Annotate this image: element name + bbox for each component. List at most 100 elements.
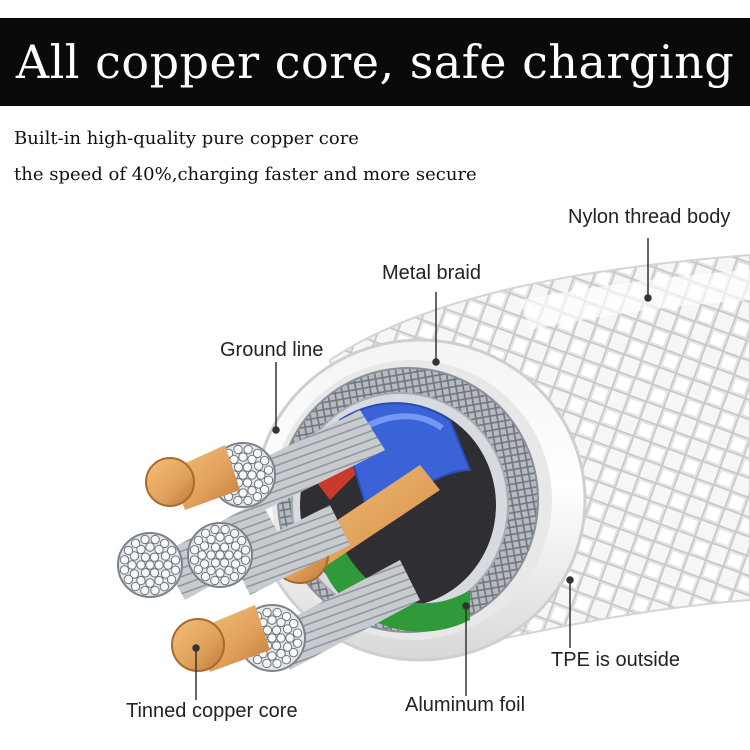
- strand: [200, 528, 211, 539]
- strand: [243, 495, 253, 506]
- strand: [199, 559, 210, 569]
- strand: [127, 560, 137, 570]
- strand: [130, 581, 141, 592]
- strand: [276, 617, 286, 628]
- strand: [288, 647, 299, 658]
- strand: [130, 538, 141, 549]
- subtitle-line-2: the speed of 40%,charging faster and mor…: [14, 164, 477, 185]
- strand: [166, 574, 177, 585]
- strand: [145, 560, 155, 570]
- strand: [193, 564, 204, 575]
- strand: [252, 448, 263, 459]
- strand: [233, 495, 243, 506]
- strand: [119, 555, 130, 565]
- strand: [288, 618, 299, 629]
- strand: [210, 575, 220, 586]
- strand: [206, 565, 216, 576]
- strand: [210, 524, 220, 535]
- strand: [145, 542, 155, 552]
- label-ground-line: Ground line: [220, 339, 324, 361]
- strand: [243, 444, 253, 455]
- strand: [253, 479, 264, 489]
- strand: [282, 624, 293, 634]
- strand: [119, 565, 130, 575]
- strand: [247, 485, 257, 496]
- strand: [140, 585, 150, 596]
- strand: [247, 454, 257, 465]
- strand: [210, 558, 221, 568]
- strand: [129, 569, 140, 579]
- strand: [150, 534, 160, 545]
- strand: [136, 575, 146, 586]
- strand: [267, 633, 277, 643]
- strand: [263, 475, 274, 485]
- strand: [206, 534, 216, 545]
- strand: [259, 484, 270, 495]
- strand: [224, 534, 234, 545]
- strand: [150, 585, 160, 596]
- strand: [267, 651, 277, 661]
- strand: [238, 470, 248, 480]
- strand: [238, 452, 248, 462]
- strand: [292, 628, 303, 638]
- strand: [281, 654, 292, 665]
- strand: [253, 461, 264, 471]
- strand: [262, 658, 272, 669]
- strand: [220, 575, 230, 586]
- strand: [136, 560, 146, 570]
- strand: [252, 491, 263, 502]
- strand: [276, 633, 286, 643]
- strand: [271, 641, 282, 651]
- strand: [140, 568, 151, 578]
- strand: [149, 552, 160, 562]
- strand: [189, 555, 200, 565]
- label-aluminum-foil: Aluminum foil: [405, 694, 526, 716]
- strand: [210, 542, 221, 552]
- strand: [193, 535, 204, 546]
- strand: [200, 571, 211, 582]
- label-tpe-outside: TPE is outside: [551, 649, 680, 671]
- strand: [229, 571, 240, 582]
- strand: [259, 455, 270, 466]
- strand: [136, 544, 146, 555]
- strand: [292, 638, 303, 648]
- strand: [281, 611, 292, 622]
- strand: [154, 560, 164, 570]
- strand: [229, 528, 240, 539]
- strand: [154, 575, 164, 586]
- strand: [215, 568, 225, 578]
- strand: [282, 642, 293, 652]
- label-tinned-copper-core: Tinned copper core: [126, 700, 298, 722]
- strand: [236, 564, 247, 575]
- strand: [247, 470, 257, 480]
- strand: [219, 558, 230, 568]
- strand: [159, 581, 170, 592]
- strand: [271, 625, 282, 635]
- strand: [215, 550, 225, 560]
- strand: [123, 574, 134, 585]
- strand: [140, 534, 150, 545]
- strand: [240, 555, 251, 565]
- strand: [159, 538, 170, 549]
- strand: [154, 544, 164, 555]
- strand: [189, 545, 200, 555]
- strand: [149, 568, 160, 578]
- strand: [230, 559, 241, 569]
- strand: [170, 555, 181, 565]
- strand: [272, 607, 282, 618]
- strand: [166, 545, 177, 556]
- strand: [206, 550, 216, 560]
- strand: [256, 470, 266, 480]
- strand: [267, 615, 277, 625]
- strand: [262, 625, 273, 635]
- strand: [233, 444, 243, 455]
- strand: [160, 569, 171, 579]
- strand: [129, 551, 140, 561]
- strand: [233, 550, 243, 560]
- strand: [276, 648, 286, 659]
- strand: [285, 633, 295, 643]
- label-nylon-thread-body: Nylon thread body: [568, 206, 731, 228]
- strand: [240, 545, 251, 555]
- title-banner: All copper core, safe charging: [0, 18, 750, 106]
